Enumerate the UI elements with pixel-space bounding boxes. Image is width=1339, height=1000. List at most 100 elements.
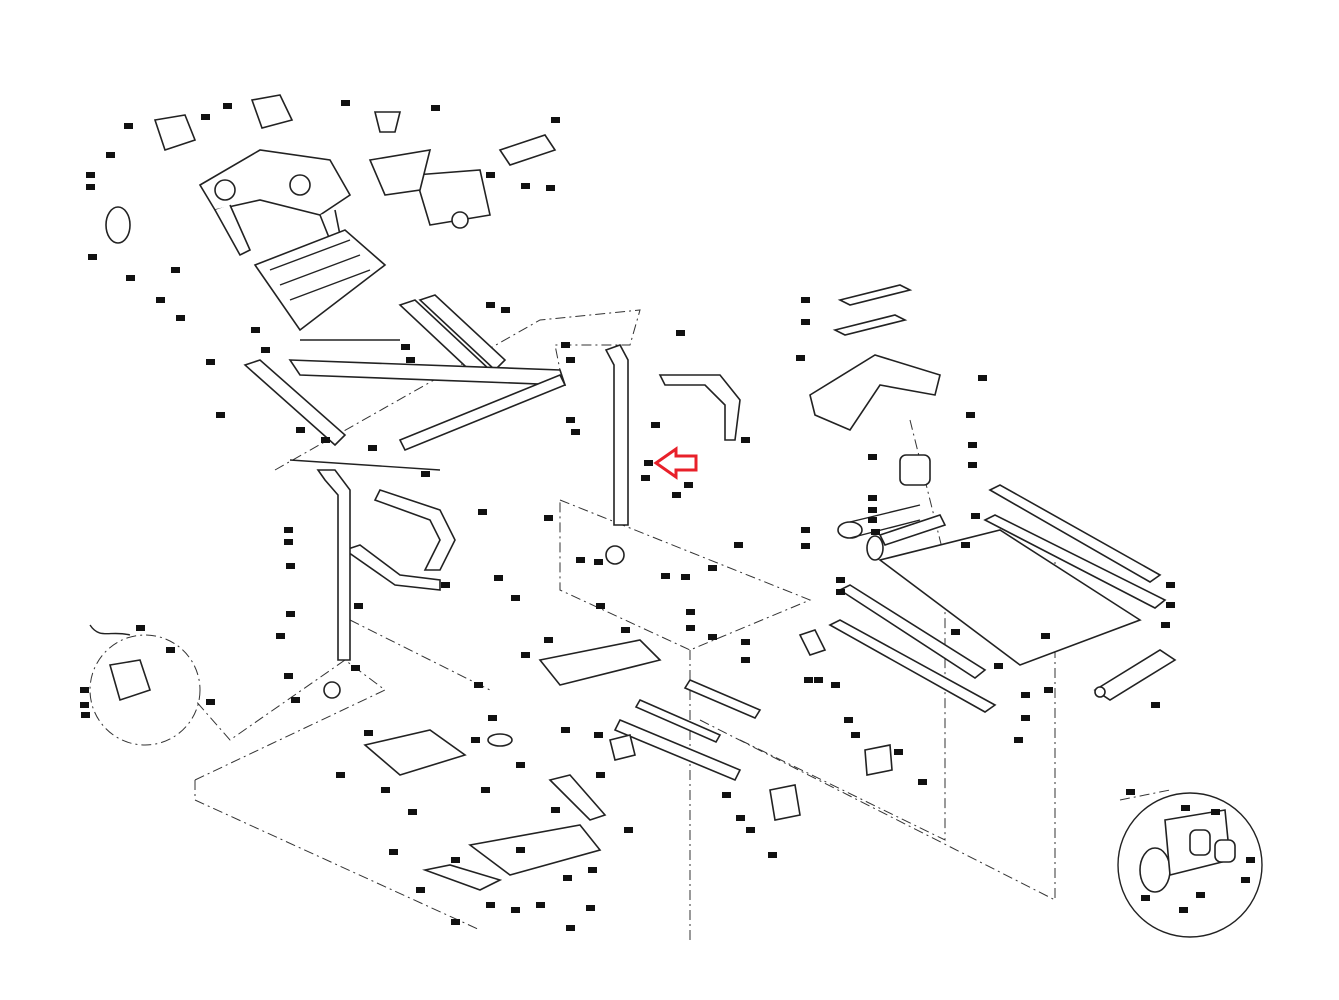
part-number-tag bbox=[80, 702, 89, 708]
part-number-tag bbox=[801, 319, 810, 325]
part-number-tag bbox=[561, 342, 570, 348]
part-number-tag bbox=[511, 907, 520, 913]
part-number-tag bbox=[968, 462, 977, 468]
part-number-tag bbox=[586, 905, 595, 911]
part-number-tag bbox=[341, 100, 350, 106]
part-number-tag bbox=[166, 647, 175, 653]
part-number-tag bbox=[566, 925, 575, 931]
part-number-tags bbox=[80, 100, 1255, 931]
part-number-tag bbox=[251, 327, 260, 333]
part-number-tag bbox=[421, 471, 430, 477]
part-number-tag bbox=[486, 302, 495, 308]
part-number-tag bbox=[536, 902, 545, 908]
part-number-tag bbox=[746, 827, 755, 833]
part-number-tag bbox=[796, 355, 805, 361]
part-number-tag bbox=[868, 454, 877, 460]
part-number-tag bbox=[1126, 789, 1135, 795]
part-number-tag bbox=[686, 609, 695, 615]
part-number-tag bbox=[1196, 892, 1205, 898]
part-number-tag bbox=[296, 427, 305, 433]
part-number-tag bbox=[894, 749, 903, 755]
part-number-tag bbox=[801, 543, 810, 549]
part-number-tag bbox=[223, 103, 232, 109]
part-number-tag bbox=[741, 437, 750, 443]
part-number-tag bbox=[566, 417, 575, 423]
part-number-tag bbox=[511, 595, 520, 601]
part-number-tag bbox=[551, 117, 560, 123]
part-number-tag bbox=[596, 603, 605, 609]
part-number-tag bbox=[722, 792, 731, 798]
part-number-tag bbox=[661, 573, 670, 579]
part-number-tag bbox=[216, 412, 225, 418]
part-number-tag bbox=[1021, 715, 1030, 721]
part-number-tag bbox=[684, 482, 693, 488]
part-number-tag bbox=[321, 437, 330, 443]
part-number-tag bbox=[708, 565, 717, 571]
part-number-tag bbox=[1181, 805, 1190, 811]
part-number-tag bbox=[1179, 907, 1188, 913]
motor-assembly bbox=[809, 284, 941, 561]
part-number-tag bbox=[471, 737, 480, 743]
part-number-tag bbox=[488, 715, 497, 721]
part-number-tag bbox=[918, 779, 927, 785]
part-number-tag bbox=[641, 475, 650, 481]
part-number-tag bbox=[206, 699, 215, 705]
part-number-tag bbox=[1044, 687, 1053, 693]
part-number-tag bbox=[978, 375, 987, 381]
part-number-tag bbox=[286, 563, 295, 569]
part-number-tag bbox=[686, 625, 695, 631]
part-number-tag bbox=[474, 682, 483, 688]
part-number-tag bbox=[516, 847, 525, 853]
part-number-tag bbox=[478, 509, 487, 515]
part-number-tag bbox=[624, 827, 633, 833]
part-number-tag bbox=[516, 762, 525, 768]
part-number-tag bbox=[276, 633, 285, 639]
part-number-tag bbox=[651, 422, 660, 428]
part-number-tag bbox=[1014, 737, 1023, 743]
part-number-tag bbox=[801, 527, 810, 533]
handrails bbox=[243, 294, 741, 591]
part-number-tag bbox=[206, 359, 215, 365]
part-number-tag bbox=[431, 105, 440, 111]
part-number-tag bbox=[171, 267, 180, 273]
part-number-tag bbox=[571, 429, 580, 435]
part-number-tag bbox=[551, 807, 560, 813]
part-number-tag bbox=[80, 687, 89, 693]
part-number-tag bbox=[961, 542, 970, 548]
part-number-tag bbox=[126, 275, 135, 281]
part-number-tag bbox=[1151, 702, 1160, 708]
part-number-tag bbox=[261, 347, 270, 353]
part-number-tag bbox=[354, 603, 363, 609]
part-number-tag bbox=[868, 495, 877, 501]
part-number-tag bbox=[676, 330, 685, 336]
part-number-tag bbox=[868, 517, 877, 523]
part-number-tag bbox=[451, 857, 460, 863]
part-number-tag bbox=[156, 297, 165, 303]
deck-and-rails bbox=[828, 484, 1177, 713]
part-number-tag bbox=[1041, 633, 1050, 639]
part-number-tag bbox=[389, 849, 398, 855]
part-number-tag bbox=[368, 445, 377, 451]
part-number-tag bbox=[831, 682, 840, 688]
part-number-tag bbox=[836, 589, 845, 595]
part-number-tag bbox=[994, 663, 1003, 669]
frame-uprights bbox=[288, 339, 629, 699]
part-number-tag bbox=[588, 867, 597, 873]
part-number-tag bbox=[401, 344, 410, 350]
part-number-tag bbox=[481, 787, 490, 793]
part-number-tag bbox=[681, 574, 690, 580]
part-number-tag bbox=[416, 887, 425, 893]
part-number-tag bbox=[521, 183, 530, 189]
part-number-tag bbox=[336, 772, 345, 778]
part-number-tag bbox=[836, 577, 845, 583]
part-number-tag bbox=[594, 559, 603, 565]
part-number-tag bbox=[441, 582, 450, 588]
part-number-tag bbox=[561, 727, 570, 733]
part-number-tag bbox=[136, 625, 145, 631]
part-number-tag bbox=[951, 629, 960, 635]
part-number-tag bbox=[1141, 895, 1150, 901]
part-number-tag bbox=[381, 787, 390, 793]
part-number-tag bbox=[966, 412, 975, 418]
part-number-tag bbox=[851, 732, 860, 738]
part-number-tag bbox=[201, 114, 210, 120]
